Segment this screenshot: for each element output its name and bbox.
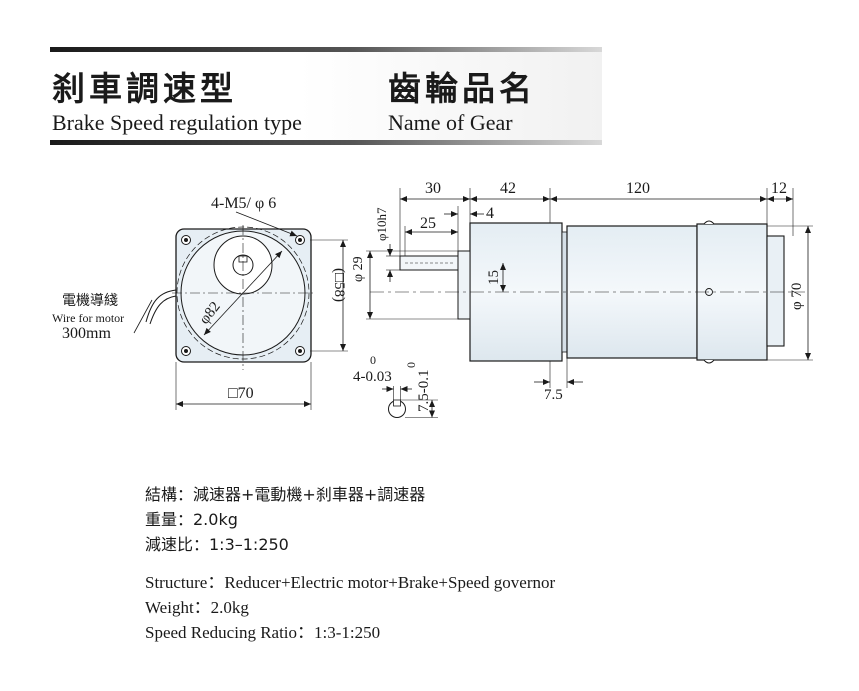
technical-drawing: 4-M5/ φ 6 φ82 (□58) □70 電機導綫 Wire for mo… (52, 180, 813, 418)
pcd-leader (203, 250, 283, 336)
mount-hole-center (298, 349, 302, 353)
wire-length-label: 300mm (62, 325, 111, 342)
dim-label-12: 12 (771, 180, 787, 197)
body-dia-label: φ 70 (789, 283, 805, 310)
header-background (50, 52, 602, 142)
hole-spec-label: 4-M5/ φ 6 (211, 195, 276, 212)
brake-bump (703, 359, 715, 364)
type-title-cn: 刹車調速型 (52, 69, 237, 108)
side-view: 30 42 120 12 4 25 φ10h7 φ 29 15 φ 70 7.5 (351, 180, 813, 403)
dim-label-15: 15 (486, 270, 502, 285)
type-title-en: Brake Speed regulation type (52, 110, 302, 135)
dim-label-30: 30 (425, 180, 441, 197)
pilot-dia-label: φ 29 (351, 256, 366, 282)
dim-label-7-5: 7.5 (544, 387, 563, 403)
wire-label-cn: 電機導綫 (62, 293, 118, 309)
shaft-dia-label: φ10h7 (374, 207, 389, 241)
header-bottom-rule (50, 140, 602, 145)
key-depth-label: 7.5-0.1 (416, 370, 432, 413)
motor-wire (149, 295, 177, 325)
square-outer-label: □70 (228, 385, 254, 402)
key-depth-upper: 0 (404, 362, 418, 368)
wire-label-en: Wire for motor (52, 311, 124, 325)
gear-title-en: Name of Gear (388, 110, 513, 135)
pilot-boss (457, 250, 471, 320)
key-slot (393, 399, 401, 407)
output-shaft (399, 255, 459, 271)
spec-ratio-en: Speed Reducing Ratio：1:3-1:250 (145, 623, 381, 642)
spec-structure-cn: 結構：減速器+電動機+刹車器+調速器 (145, 485, 426, 504)
motor-wire (145, 289, 177, 323)
spec-weight-cn: 重量：2.0kg (145, 510, 238, 529)
brake-bump (703, 220, 715, 225)
dim-label-25: 25 (420, 215, 436, 232)
front-view: 4-M5/ φ 6 φ82 (□58) □70 電機導綫 Wire for mo… (52, 195, 348, 410)
dim-label-42: 42 (500, 180, 516, 197)
dim-label-4: 4 (486, 205, 494, 222)
header-top-rule (50, 47, 602, 52)
spec-block: 結構：減速器+電動機+刹車器+調速器 重量：2.0kg 減速比：1:3–1:25… (145, 482, 555, 645)
square-inner-label: (□58) (331, 268, 347, 302)
mount-hole-center (184, 349, 188, 353)
dim-label-120: 120 (626, 180, 650, 197)
hole-leader (235, 211, 298, 237)
spec-weight-en: Weight：2.0kg (145, 598, 249, 617)
key-detail: 0 4-0.03 0 7.5-0.1 (353, 353, 438, 418)
mount-hole-center (184, 238, 188, 242)
header-banner: 刹車調速型 Brake Speed regulation type 齒輪品名 N… (0, 0, 859, 160)
end-cap (766, 235, 785, 347)
mounting-holes (181, 235, 305, 356)
mount-hole-center (298, 238, 302, 242)
key-width-label: 4-0.03 (353, 369, 392, 385)
wire-leader (133, 299, 153, 334)
key-width-upper: 0 (370, 353, 376, 367)
spec-structure-en: Structure：Reducer+Electric motor+Brake+S… (145, 573, 556, 592)
gear-title-cn: 齒輪品名 (388, 69, 536, 108)
spec-ratio-cn: 減速比：1:3–1:250 (145, 535, 289, 554)
